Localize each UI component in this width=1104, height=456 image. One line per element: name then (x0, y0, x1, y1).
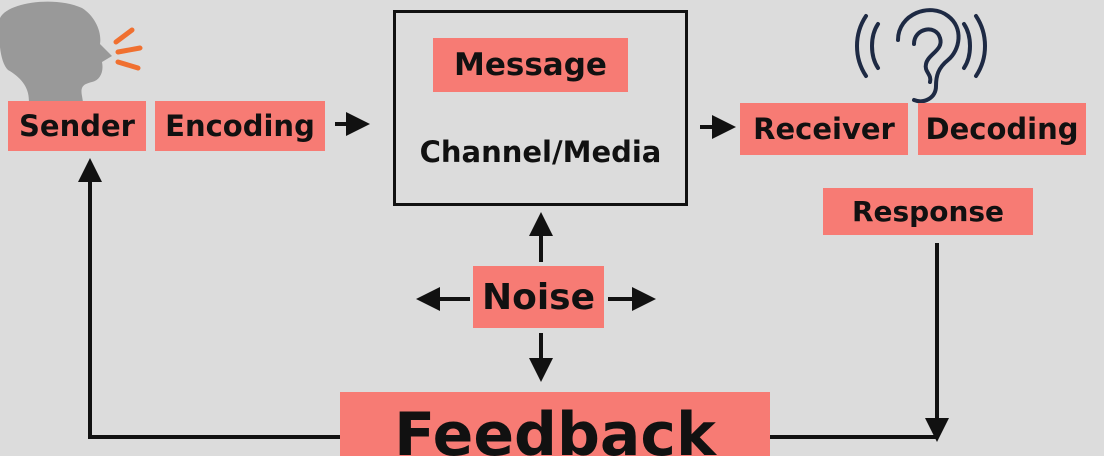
feedback-label: Feedback (340, 392, 770, 456)
receiver-label: Receiver (740, 103, 908, 155)
speaking-head-icon (0, 1, 143, 108)
decoding-label: Decoding (918, 103, 1086, 155)
response-label: Response (823, 188, 1033, 235)
message-label: Message (433, 38, 628, 92)
line-feedback-to-sender (78, 158, 340, 439)
encoding-label: Encoding (155, 101, 325, 151)
noise-label: Noise (473, 266, 604, 328)
channel-box (393, 10, 688, 206)
sender-label: Sender (8, 101, 146, 151)
channel-media-label: Channel/Media (419, 135, 662, 169)
ear-icon (855, 8, 987, 104)
